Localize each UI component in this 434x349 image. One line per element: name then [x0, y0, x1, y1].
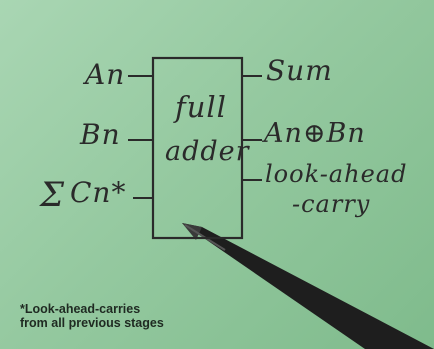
block-label-adder: adder: [165, 136, 250, 167]
input-carry-label: Cn*: [70, 176, 127, 209]
input-a-label: An: [85, 58, 126, 91]
output-xor-label: An⊕Bn: [264, 118, 366, 149]
footnote-line-1: *Look-ahead-carries: [20, 302, 141, 316]
footnote: *Look-ahead-carries from all previous st…: [20, 302, 220, 330]
full-adder-block: [151, 56, 244, 240]
pencil: [182, 223, 434, 349]
output-sum-label: Sum: [266, 54, 333, 87]
block-label-full: full: [175, 90, 227, 124]
sigma-symbol: Σ: [40, 175, 66, 215]
input-b-label: Bn: [80, 118, 121, 151]
output-lookahead-label: look-ahead: [265, 160, 408, 188]
footnote-line-2: from all previous stages: [20, 316, 164, 330]
output-lookahead-carry-label: -carry: [292, 190, 371, 218]
